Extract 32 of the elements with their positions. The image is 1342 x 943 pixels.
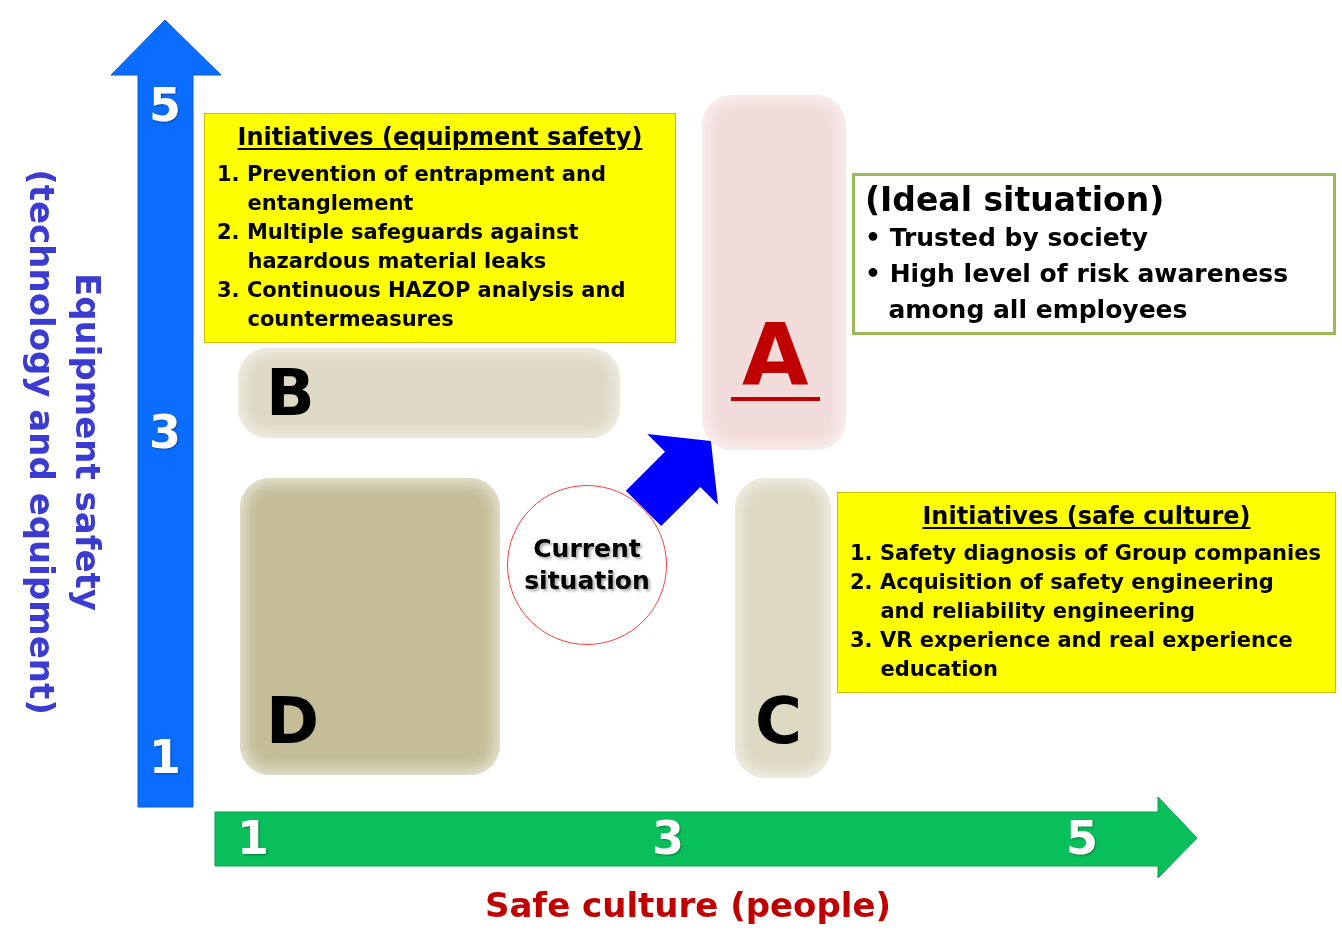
axis-tick-label: 1 xyxy=(149,734,181,780)
note-card xyxy=(204,113,676,343)
bullet-item: • Trusted by society xyxy=(865,222,1149,254)
circle-label: Current situation xyxy=(523,533,651,597)
axis-tick-label: 3 xyxy=(652,815,684,861)
quadrant-tile xyxy=(702,95,846,450)
axis-tick-label: 5 xyxy=(149,82,181,128)
axis-title: Safe culture (people) xyxy=(484,888,892,922)
bullet-item: • High level of risk awareness among all employees xyxy=(865,258,1290,326)
list-item: 2. Acquisition of safety engineering and reliability engineering xyxy=(850,569,1275,625)
axis-tick-label: 1 xyxy=(237,815,269,861)
list-item: 3. VR experience and real experience education xyxy=(850,627,1294,683)
block-arrow xyxy=(625,434,718,527)
quadrant-tile xyxy=(240,478,500,775)
axis-tick-label: 3 xyxy=(149,409,181,455)
list-item: 3. Continuous HAZOP analysis and countermeasures xyxy=(217,277,627,333)
quadrant-tile xyxy=(238,348,620,438)
list-item: 2. Multiple safeguards against hazardous material leaks xyxy=(217,219,580,275)
card-heading: Initiatives (equipment safety) xyxy=(237,122,643,153)
quadrant-letter: B xyxy=(266,361,315,425)
axis-title: Equipment safety (technology and equipment) xyxy=(21,168,109,717)
quadrant-letter: A xyxy=(731,311,820,401)
axis-tick-label: 5 xyxy=(1066,815,1098,861)
note-card xyxy=(837,492,1336,693)
list-item: 1. Safety diagnosis of Group companies xyxy=(850,540,1321,567)
callout-box xyxy=(852,173,1336,335)
quadrant-letter: D xyxy=(266,689,320,753)
box-heading: (Ideal situation) xyxy=(865,180,1165,220)
list-item: 1. Prevention of entrapment and entanglement xyxy=(217,161,607,217)
quadrant-tile xyxy=(735,478,831,778)
quadrant-letter: C xyxy=(755,689,802,753)
card-heading: Initiatives (safe culture) xyxy=(922,501,1251,532)
